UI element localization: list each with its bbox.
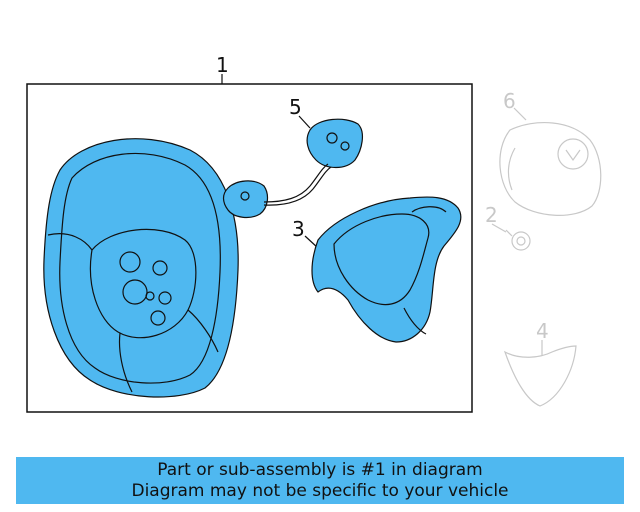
steering-wheel[interactable] [43, 138, 239, 398]
callout-3: 3 [292, 217, 305, 241]
notice-banner: Part or sub-assembly is #1 in diagram Di… [16, 457, 624, 504]
callout-4: 4 [536, 319, 549, 343]
callout-6: 6 [503, 89, 516, 113]
callout-2-leader [491, 223, 507, 233]
parts-diagram: 1 5 3 6 [26, 53, 602, 413]
notice-line-2: Diagram may not be specific to your vehi… [131, 481, 509, 501]
notice-line-1: Part or sub-assembly is #1 in diagram [157, 460, 483, 480]
ghost-airbag-module [499, 121, 602, 216]
ghost-lower-trim [503, 345, 577, 407]
callout-5-leader [298, 115, 311, 129]
multifunction-switch[interactable] [222, 118, 364, 219]
callout-2: 2 [485, 203, 498, 227]
steering-wheel-trim-cover[interactable] [311, 196, 462, 343]
callout-6-leader [513, 107, 527, 121]
assembly-frame [26, 83, 473, 413]
ghost-screw [505, 229, 531, 251]
callout-1: 1 [216, 53, 229, 77]
callout-5: 5 [289, 95, 302, 119]
